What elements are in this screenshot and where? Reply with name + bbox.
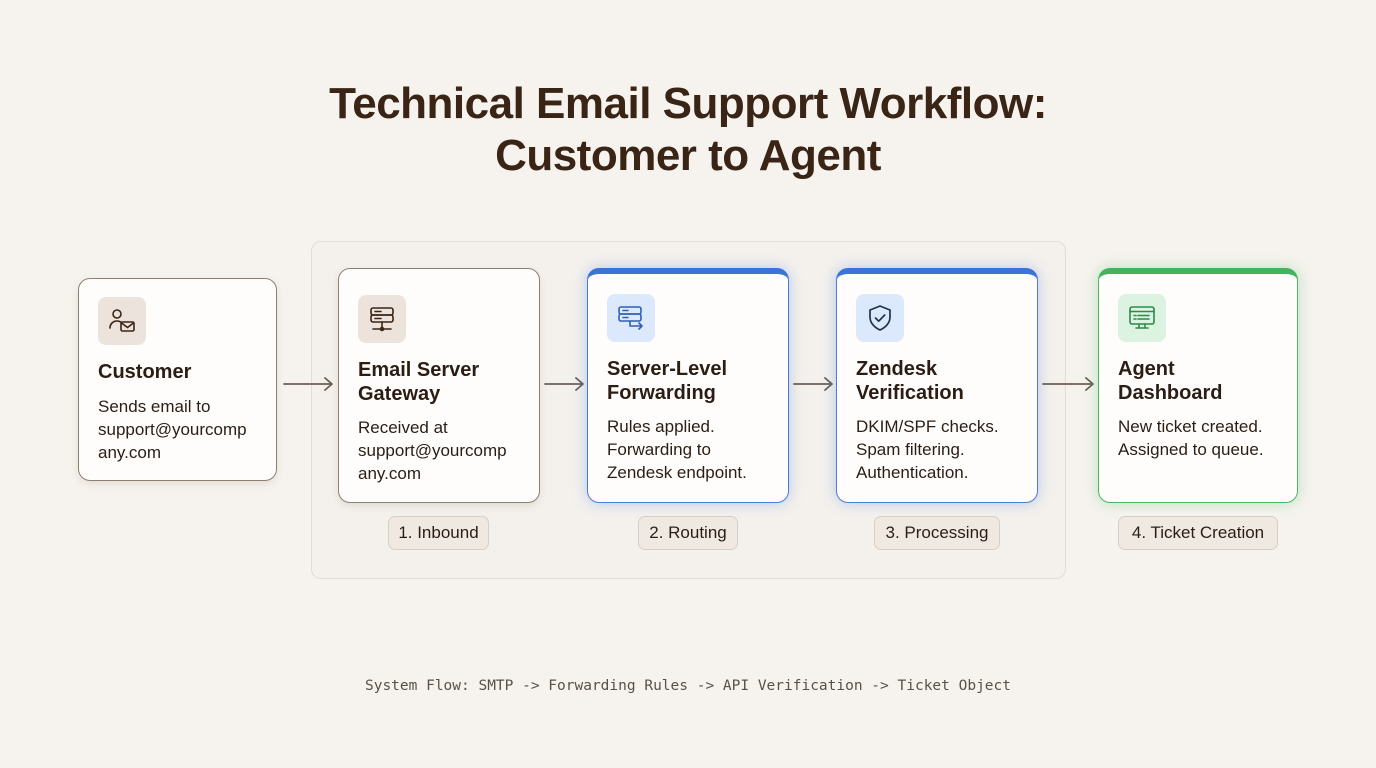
zendesk-verification-desc: DKIM/SPF checks. Spam filtering. Authent… bbox=[856, 415, 999, 484]
server-level-forwarding-desc: Rules applied. Forwarding to Zendesk end… bbox=[607, 415, 747, 484]
step-label-ticket-creation: 4. Ticket Creation bbox=[1118, 516, 1278, 550]
shield-check-icon bbox=[856, 294, 904, 342]
agent-dashboard-title: Agent Dashboard bbox=[1118, 357, 1222, 405]
server-level-forwarding-card: Server-Level Forwarding Rules applied. F… bbox=[587, 268, 789, 503]
customer-desc-line-1: Sends email to bbox=[98, 397, 211, 416]
gateway-title-line-2: Gateway bbox=[358, 383, 441, 405]
dashboard-icon bbox=[1118, 294, 1166, 342]
zendesk-title-line-1: Zendesk bbox=[856, 358, 938, 380]
customer-card: Customer Sends email to support@yourcomp… bbox=[78, 278, 277, 481]
forwarding-desc-line-3: Zendesk endpoint. bbox=[607, 463, 747, 482]
title-line-2: Customer to Agent bbox=[495, 131, 881, 180]
forwarding-desc-line-2: Forwarding to bbox=[607, 440, 711, 459]
forwarding-title-line-2: Forwarding bbox=[607, 382, 716, 404]
step-label-routing: 2. Routing bbox=[638, 516, 738, 550]
gateway-desc-line-2: support@yourcomp bbox=[358, 441, 507, 460]
email-server-gateway-title: Email Server Gateway bbox=[358, 358, 479, 406]
step-label-inbound: 1. Inbound bbox=[388, 516, 489, 550]
gateway-desc-line-3: any.com bbox=[358, 464, 421, 483]
zendesk-title-line-2: Verification bbox=[856, 382, 964, 404]
agent-desc-line-1: New ticket created. bbox=[1118, 417, 1263, 436]
arrow-4 bbox=[1042, 377, 1094, 391]
zendesk-desc-line-3: Authentication. bbox=[856, 463, 969, 482]
step-label-processing: 3. Processing bbox=[874, 516, 1000, 550]
agent-title-line-2: Dashboard bbox=[1118, 382, 1223, 404]
system-flow-footer: System Flow: SMTP -> Forwarding Rules ->… bbox=[364, 678, 1011, 694]
agent-title-line-1: Agent bbox=[1118, 358, 1175, 380]
email-server-gateway-desc: Received at support@yourcomp any.com bbox=[358, 416, 507, 485]
arrow-3 bbox=[793, 377, 833, 391]
customer-desc-line-3: any.com bbox=[98, 443, 161, 462]
server-level-forwarding-title: Server-Level Forwarding bbox=[607, 357, 727, 405]
customer-desc-line-2: support@yourcomp bbox=[98, 420, 247, 439]
customer-title: Customer bbox=[98, 361, 192, 383]
gateway-desc-line-1: Received at bbox=[358, 418, 448, 437]
forwarding-desc-line-1: Rules applied. bbox=[607, 417, 715, 436]
agent-dashboard-desc: New ticket created. Assigned to queue. bbox=[1118, 415, 1264, 461]
email-server-gateway-card: Email Server Gateway Received at support… bbox=[338, 268, 540, 503]
server-icon bbox=[358, 295, 406, 343]
customer-desc: Sends email to support@yourcomp any.com bbox=[98, 395, 247, 464]
arrow-2 bbox=[544, 377, 584, 391]
diagram-title: Technical Email Support Workflow: Custom… bbox=[0, 78, 1376, 182]
title-line-1: Technical Email Support Workflow: bbox=[329, 79, 1047, 128]
zendesk-verification-card: Zendesk Verification DKIM/SPF checks. Sp… bbox=[836, 268, 1038, 503]
agent-dashboard-card: Agent Dashboard New ticket created. Assi… bbox=[1098, 268, 1298, 503]
user-mail-icon bbox=[98, 297, 146, 345]
zendesk-desc-line-1: DKIM/SPF checks. bbox=[856, 417, 999, 436]
agent-desc-line-2: Assigned to queue. bbox=[1118, 440, 1264, 459]
arrow-1 bbox=[283, 377, 333, 391]
gateway-title-line-1: Email Server bbox=[358, 359, 480, 381]
zendesk-verification-title: Zendesk Verification bbox=[856, 357, 964, 405]
zendesk-desc-line-2: Spam filtering. bbox=[856, 440, 965, 459]
server-forward-icon bbox=[607, 294, 655, 342]
forwarding-title-line-1: Server-Level bbox=[607, 358, 728, 380]
